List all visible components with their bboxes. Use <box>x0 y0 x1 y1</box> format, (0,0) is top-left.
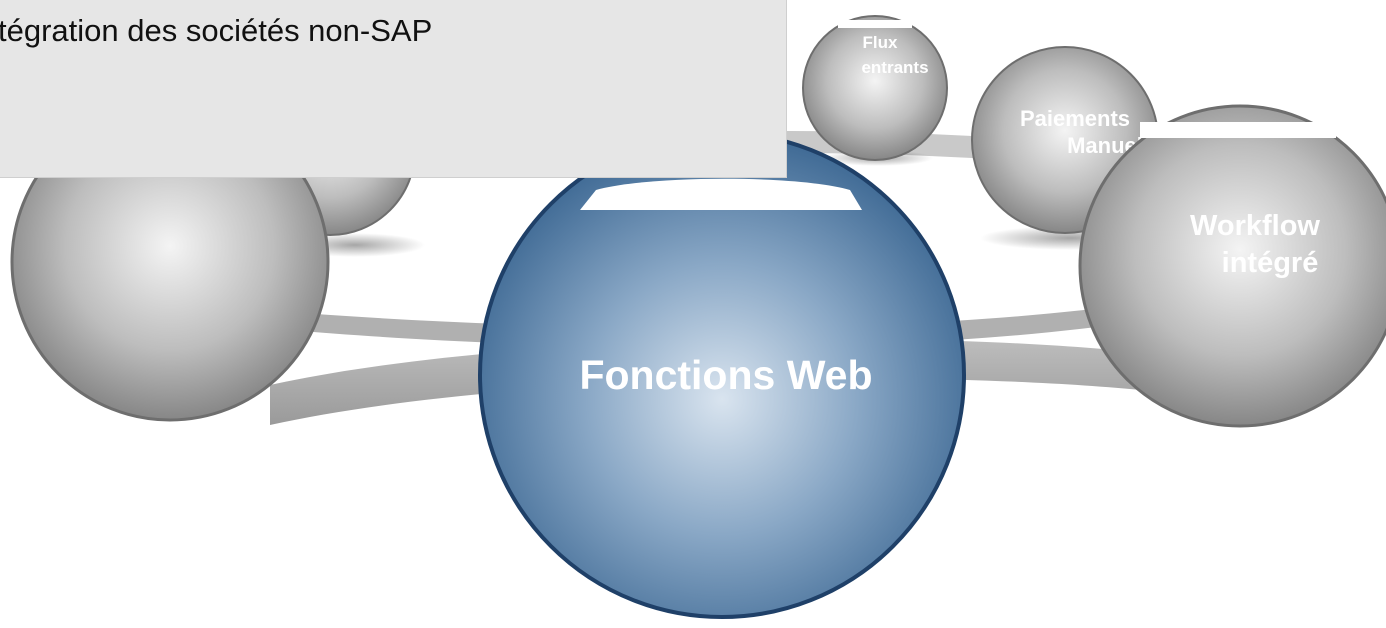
flux-label-line1: Flux <box>863 33 898 52</box>
sphere-highlight <box>1140 122 1336 138</box>
sphere-workflow-integre[interactable]: Workflow intégré <box>1078 104 1386 428</box>
sphere-highlight <box>838 20 912 28</box>
tooltip-panel: tégration des sociétés non-SAP <box>0 0 787 178</box>
sphere-fonctions-web[interactable]: Fonctions Web <box>478 131 966 619</box>
center-label: Fonctions Web <box>579 352 872 398</box>
sphere-highlight <box>580 178 862 210</box>
workflow-label-line2: intégré <box>1222 247 1319 279</box>
workflow-label-line1: Workflow <box>1190 210 1320 242</box>
paiements-label-line1: Paiements <box>1020 106 1130 131</box>
tooltip-text: tégration des sociétés non-SAP <box>0 13 433 48</box>
flux-label-line2: entrants <box>861 58 928 77</box>
sphere-flux-entrants[interactable]: Flux entrants <box>802 15 948 166</box>
